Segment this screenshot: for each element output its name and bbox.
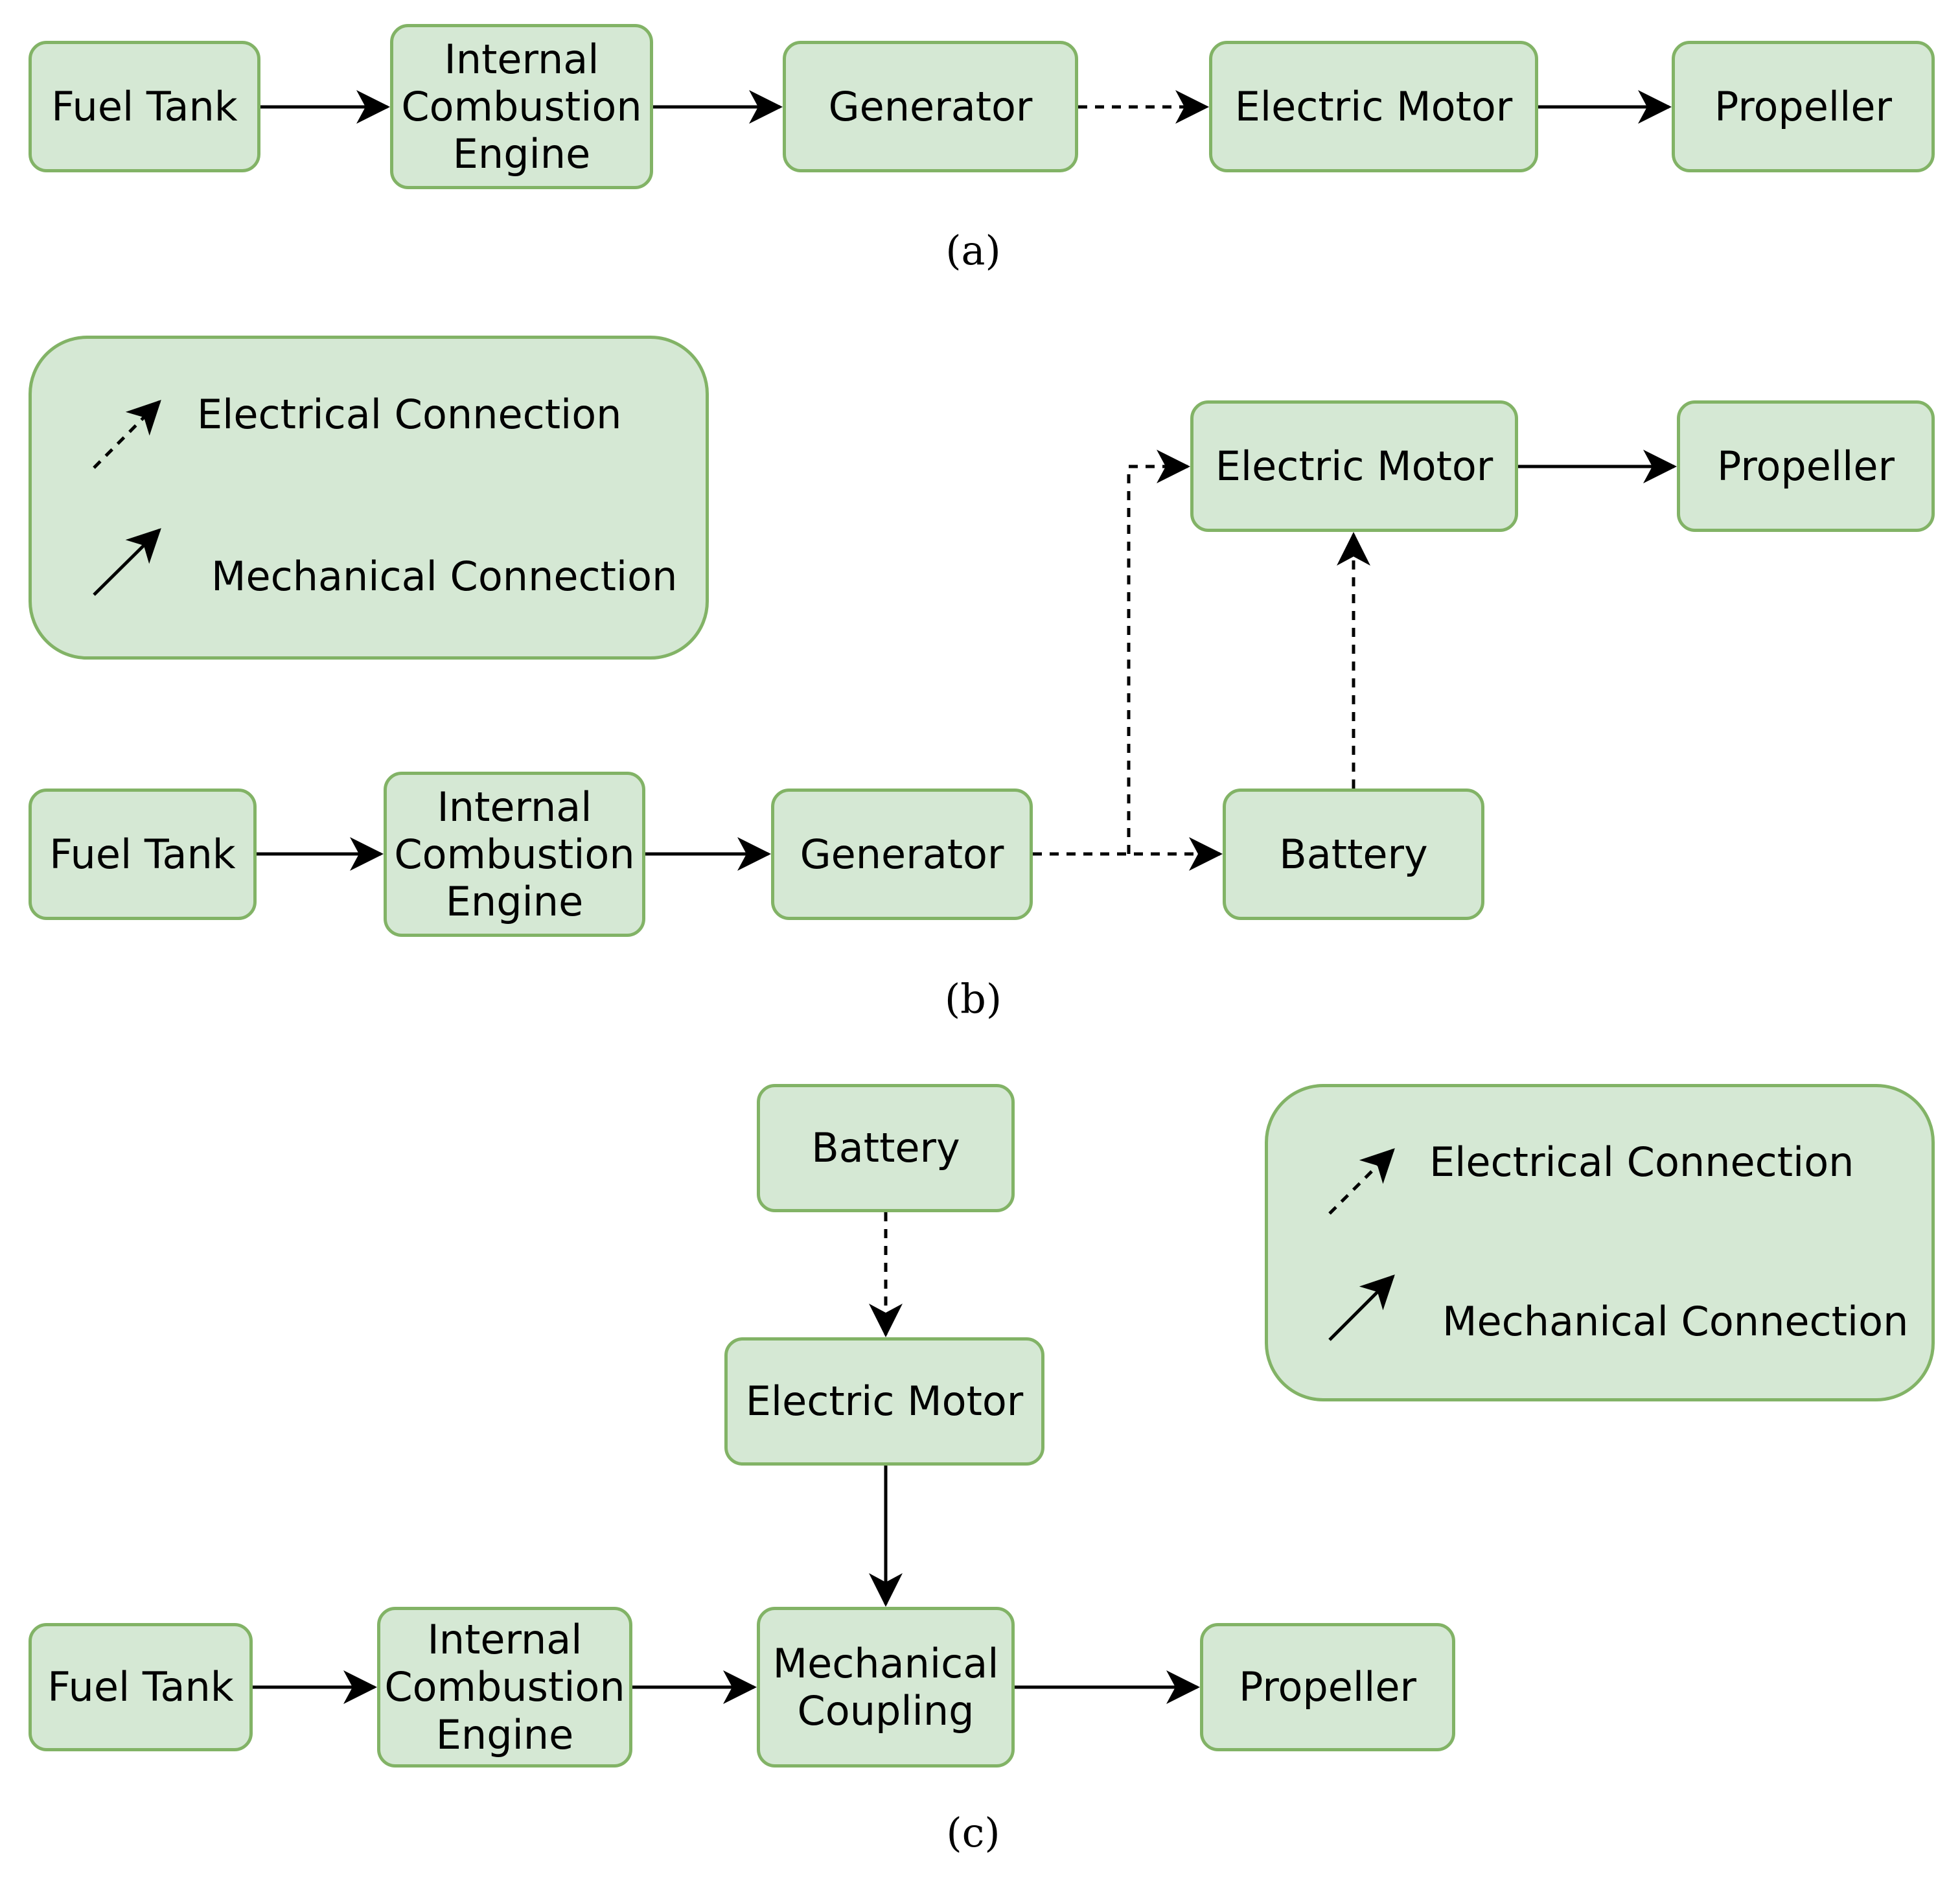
b-edge-generator-motor	[1127, 450, 1190, 854]
c-electric-motor-node: Electric Motor	[724, 1337, 1044, 1466]
c-propeller-node: Propeller	[1200, 1623, 1455, 1751]
b-fuel-tank-node: Fuel Tank	[29, 789, 257, 920]
a-propeller-node: Propeller	[1672, 41, 1935, 172]
c-fuel-tank-node: Fuel Tank	[29, 1623, 253, 1751]
b-legend-electrical-label: Electrical Connection	[197, 391, 622, 438]
b-battery-node: Battery	[1223, 789, 1484, 920]
c-legend-electrical-label: Electrical Connection	[1429, 1138, 1854, 1186]
c-mechanical-coupling-node: Mechanical Coupling	[757, 1607, 1015, 1768]
b-caption: (b)	[944, 975, 1002, 1022]
c-engine-node: Internal Combustion Engine	[377, 1607, 632, 1768]
b-electric-motor-node: Electric Motor	[1190, 400, 1518, 532]
b-legend	[29, 336, 709, 660]
c-legend-mechanical-label: Mechanical Connection	[1442, 1298, 1909, 1345]
b-legend-mechanical-label: Mechanical Connection	[211, 553, 678, 600]
b-propeller-node: Propeller	[1677, 400, 1935, 532]
b-generator-node: Generator	[771, 789, 1033, 920]
a-generator-node: Generator	[783, 41, 1078, 172]
a-electric-motor-node: Electric Motor	[1209, 41, 1538, 172]
c-legend	[1265, 1084, 1935, 1401]
a-caption: (a)	[945, 227, 1001, 274]
c-caption: (c)	[946, 1809, 1000, 1856]
c-battery-node: Battery	[757, 1084, 1015, 1212]
b-engine-node: Internal Combustion Engine	[384, 772, 645, 937]
a-fuel-tank-node: Fuel Tank	[29, 41, 260, 172]
a-engine-node: Internal Combustion Engine	[390, 24, 653, 189]
